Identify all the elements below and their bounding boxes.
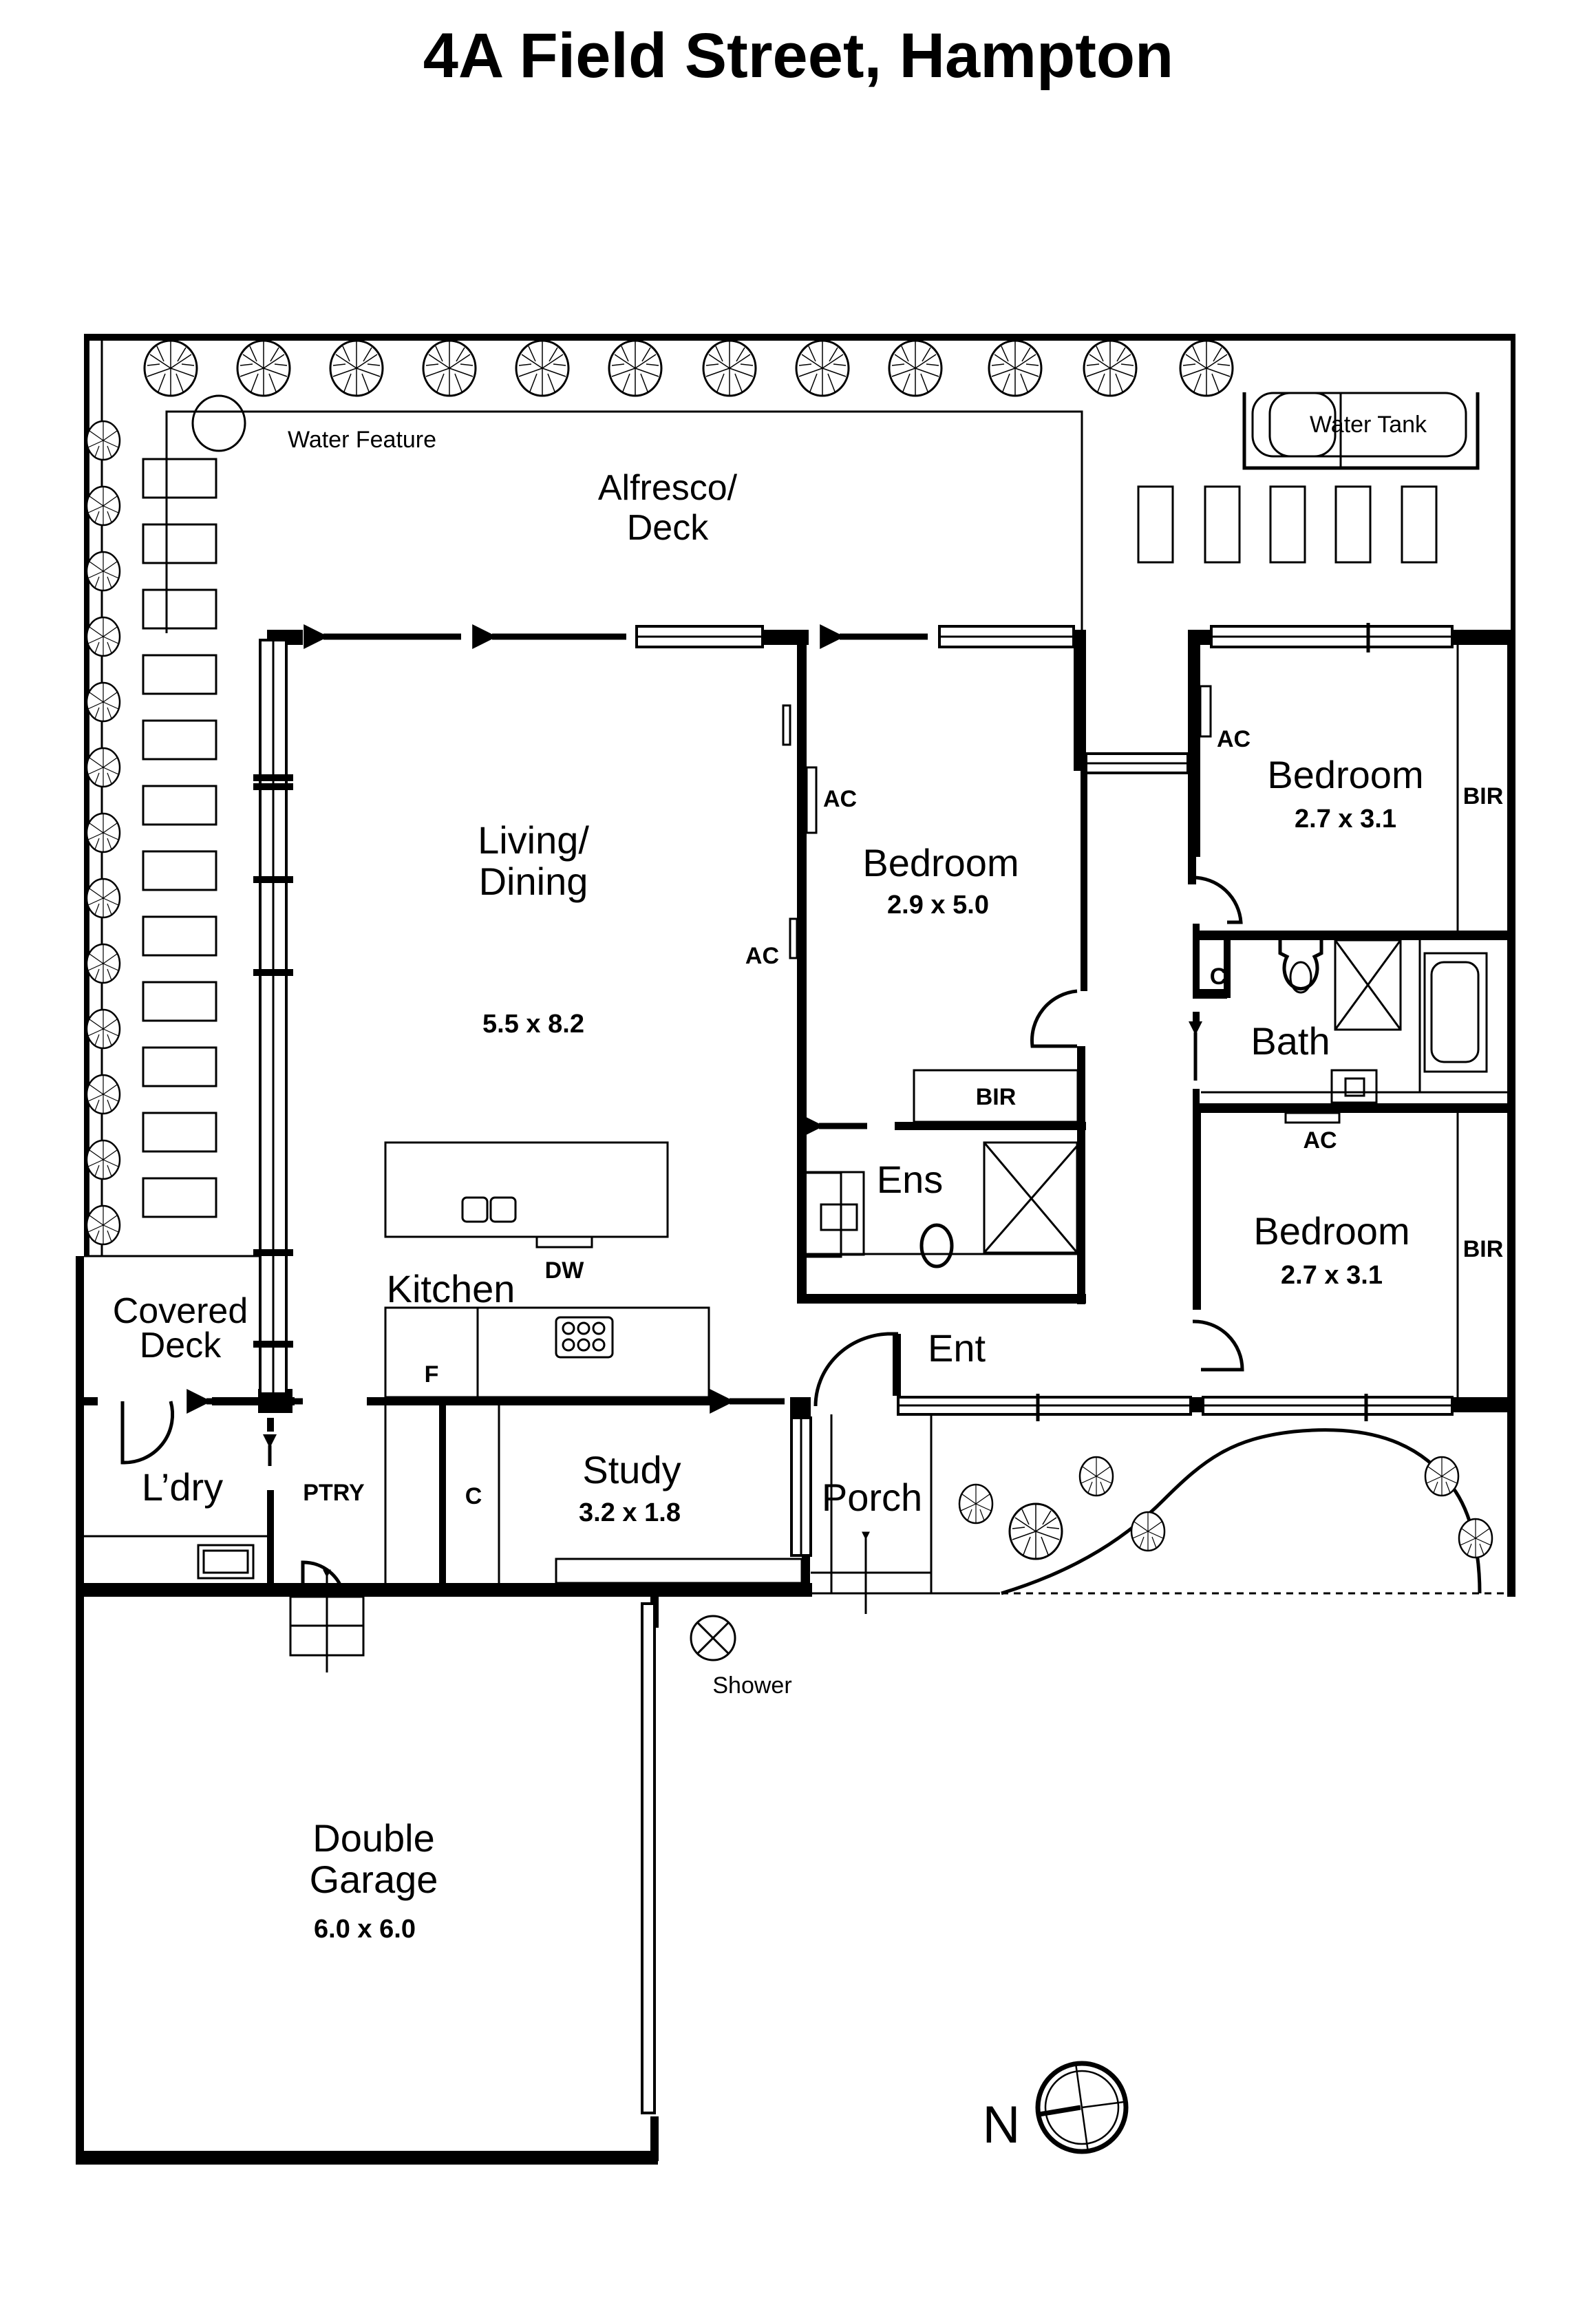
study-dimensions: 3.2 x 1.8 [579, 1498, 681, 1527]
bedroom-main-robe [913, 1069, 1079, 1123]
study-cupboard-label: C [465, 1483, 482, 1509]
ac-unit-icon [789, 917, 798, 959]
bath-cupboard-label: C [1210, 964, 1227, 990]
shower-label: Shower [712, 1672, 791, 1699]
bedroom-main-label: Bedroom [862, 841, 1019, 884]
ac-unit-icon [805, 766, 818, 834]
garage-label-line2: Garage [310, 1858, 438, 1901]
ac-unit-icon [1199, 685, 1212, 738]
front-garden [958, 1428, 1507, 1595]
compass-icon [1035, 2061, 1129, 2154]
covered-deck-label-line2: Deck [140, 1326, 222, 1366]
garage-label-line1: Double [312, 1816, 434, 1860]
water-feature-label: Water Feature [288, 427, 436, 453]
page-title: 4A Field Street, Hampton [423, 21, 1174, 91]
compass-north-label: N [983, 2096, 1021, 2154]
study-label: Study [582, 1448, 681, 1491]
windows [253, 623, 1454, 2114]
trees-top-row [143, 339, 1234, 397]
porch-outline [811, 1414, 1000, 1614]
bedroom-se-label: Bedroom [1253, 1209, 1409, 1253]
living-ac-label: AC [745, 943, 779, 969]
kitchen-bench [384, 1306, 710, 1399]
trees-left-column [85, 420, 121, 1246]
bedroom-se-bir-label: BIR [1463, 1236, 1504, 1262]
living-dimensions: 5.5 x 8.2 [482, 1010, 584, 1039]
ensuite-fixtures [804, 1141, 1078, 1268]
bedroom-main-ac-label: AC [823, 786, 857, 812]
bedroom-ne-bir-label: BIR [1463, 783, 1504, 809]
laundry-label: L’dry [142, 1465, 223, 1509]
bedroom-ne-label: Bedroom [1267, 753, 1423, 796]
bedroom-ne-dimensions: 2.7 x 3.1 [1295, 805, 1396, 833]
pavers-left [142, 394, 246, 1218]
bedroom-ne-ac-label: AC [1217, 726, 1251, 752]
bedroom-main-bir-label: BIR [976, 1084, 1017, 1110]
water-tank-label: Water Tank [1310, 412, 1427, 438]
garage-steps [289, 1569, 365, 1672]
porch-label: Porch [822, 1476, 922, 1519]
outdoor-shower-icon [690, 1615, 736, 1661]
water-tank: Water Tank [1242, 392, 1480, 470]
fridge-label: F [425, 1361, 439, 1388]
entry-label: Ent [928, 1326, 986, 1370]
kitchen-label: Kitchen [387, 1267, 515, 1310]
bedroom-se-dimensions: 2.7 x 3.1 [1281, 1261, 1383, 1290]
study-desk [555, 1558, 803, 1584]
doors [120, 875, 1244, 1597]
ac-unit-icon [782, 704, 791, 746]
kitchen-island [384, 1141, 669, 1249]
pavers-right [1137, 485, 1438, 564]
dishwasher-label: DW [545, 1257, 585, 1284]
pantry-label: PTRY [303, 1480, 365, 1506]
alfresco-label-line2: Deck [627, 508, 709, 548]
living-label-line1: Living/ [478, 818, 589, 862]
bedroom-se-ac-label: AC [1303, 1127, 1337, 1154]
sliding-door-arrows [187, 624, 1202, 1466]
ac-unit-icon [1284, 1112, 1341, 1124]
bedroom-main-dimensions: 2.9 x 5.0 [887, 891, 989, 920]
laundry-fixtures [84, 1535, 267, 1580]
bath-fixtures [1201, 939, 1507, 1104]
covered-deck-label-line1: Covered [113, 1291, 248, 1331]
alfresco-deck-outline [165, 410, 1083, 633]
bath-label: Bath [1251, 1019, 1330, 1063]
ensuite-label: Ens [877, 1158, 944, 1201]
alfresco-label-line1: Alfresco/ [598, 468, 738, 508]
living-label-line2: Dining [479, 860, 588, 903]
garage-dimensions: 6.0 x 6.0 [314, 1915, 416, 1944]
